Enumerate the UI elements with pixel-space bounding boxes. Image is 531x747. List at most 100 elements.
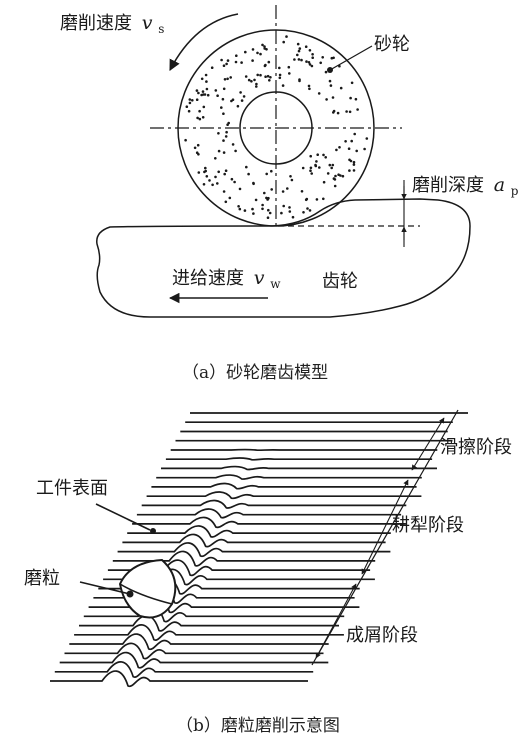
abrasive-dot [256,51,259,55]
abrasive-dot [204,166,207,170]
abrasive-dot [250,80,253,83]
abrasive-dot [324,70,328,74]
abrasive-dot [310,64,314,68]
abrasive-dot [288,206,291,209]
wheel-label: 砂轮 [374,34,410,55]
abrasive-dot [332,56,335,60]
abrasive-dot [254,85,258,88]
abrasive-dot [305,60,308,63]
abrasive-dot [270,169,273,173]
abrasive-dot [185,105,189,108]
plowing-dim-arrow [361,479,409,575]
abrasive-dot [307,84,311,88]
abrasive-dot [286,187,289,190]
abrasive-dot [297,49,301,53]
surface-profile-line [151,482,417,490]
panel-a: 磨削速度 v s 砂轮 磨削深度 a p 进给速度 v w [60,5,519,383]
abrasive-dot [214,89,218,92]
surface-profile-line [156,474,422,480]
abrasive-dot [336,111,340,115]
abrasive-dot [317,92,321,95]
abrasive-dot [225,130,228,134]
abrasive-dot [329,84,333,87]
abrasive-dot [224,169,228,172]
abrasive-dot [200,77,204,81]
abrasive-dot [310,172,314,175]
abrasive-dot [282,40,286,44]
abrasive-dot [280,211,283,215]
abrasive-dot [352,160,356,164]
abrasive-dot [226,77,229,81]
abrasive-dot [208,179,211,182]
abrasive-dot [282,204,286,208]
chip-dim-arrow [315,583,357,659]
abrasive-dot [281,190,285,193]
abrasive-dot [259,73,262,77]
abrasive-dot [301,166,305,170]
abrasive-dot [328,79,332,83]
abrasive-dot [221,97,225,101]
caption-a: （a）砂轮磨齿模型 [182,363,328,383]
abrasive-dot [195,89,199,92]
abrasive-dot [237,205,240,208]
abrasive-dot [322,180,326,184]
abrasive-dot [242,95,246,98]
stage-chip-label: 成屑阶段 [346,625,418,646]
abrasive-dot [210,66,214,69]
abrasive-dot [216,94,219,97]
abrasive-dot [197,91,200,95]
abrasive-dot [217,149,221,153]
grain-leader-line [79,581,131,595]
wheel-leader-dot [327,67,333,73]
abrasive-dot [269,76,272,79]
surface-profile-line [141,499,407,509]
abrasive-dot [233,180,236,184]
abrasive-dot [302,211,305,214]
abrasive-dot [202,105,206,109]
abrasive-dot [270,188,274,191]
abrasive-dot [234,149,237,153]
abrasive-dot [243,209,247,212]
abrasive-dot [236,104,240,108]
abrasive-dot [220,58,223,62]
surface-profile-line [59,651,329,669]
abrasive-dots [184,35,369,219]
abrasive-dot [261,203,264,207]
abrasive-dot [278,73,282,77]
surface-profile-line [54,661,314,678]
abrasive-dot [350,139,354,143]
abrasive-dot [187,109,191,113]
abrasive-dot [253,78,256,82]
rotation-arrow [169,13,239,71]
abrasive-dot [348,110,352,114]
abrasive-dot [341,174,345,178]
abrasive-dot [300,58,303,62]
abrasive-dot [285,35,288,38]
abrasive-dot [350,81,354,85]
surface-profile-line [136,508,402,519]
abrasive-dot [333,184,337,188]
abrasive-dot [244,50,247,54]
abrasive-dot [235,54,238,57]
abrasive-dot [224,135,228,138]
surface-profile-line [79,614,339,632]
surface-profile-line [107,559,371,577]
abrasive-dot [331,163,335,167]
abrasive-dot [196,116,199,120]
surface-profile-line [112,550,376,567]
grinding-depth-label: 磨削深度 a p [412,174,519,198]
abrasive-dot [339,86,343,90]
abrasive-dot [201,116,205,119]
abrasive-dot [300,190,304,193]
abrasive-dot [352,163,356,166]
abrasive-dot [223,172,226,176]
surface-profile-line [122,533,386,548]
abrasive-dot [201,90,205,93]
abrasive-dot [198,117,202,121]
abrasive-dot [311,53,314,56]
abrasive-dot [355,149,359,153]
surface-profile-line [74,624,344,641]
abrasive-dot [222,112,225,115]
abrasive-dot [239,91,242,94]
abrasive-dot [348,158,351,162]
